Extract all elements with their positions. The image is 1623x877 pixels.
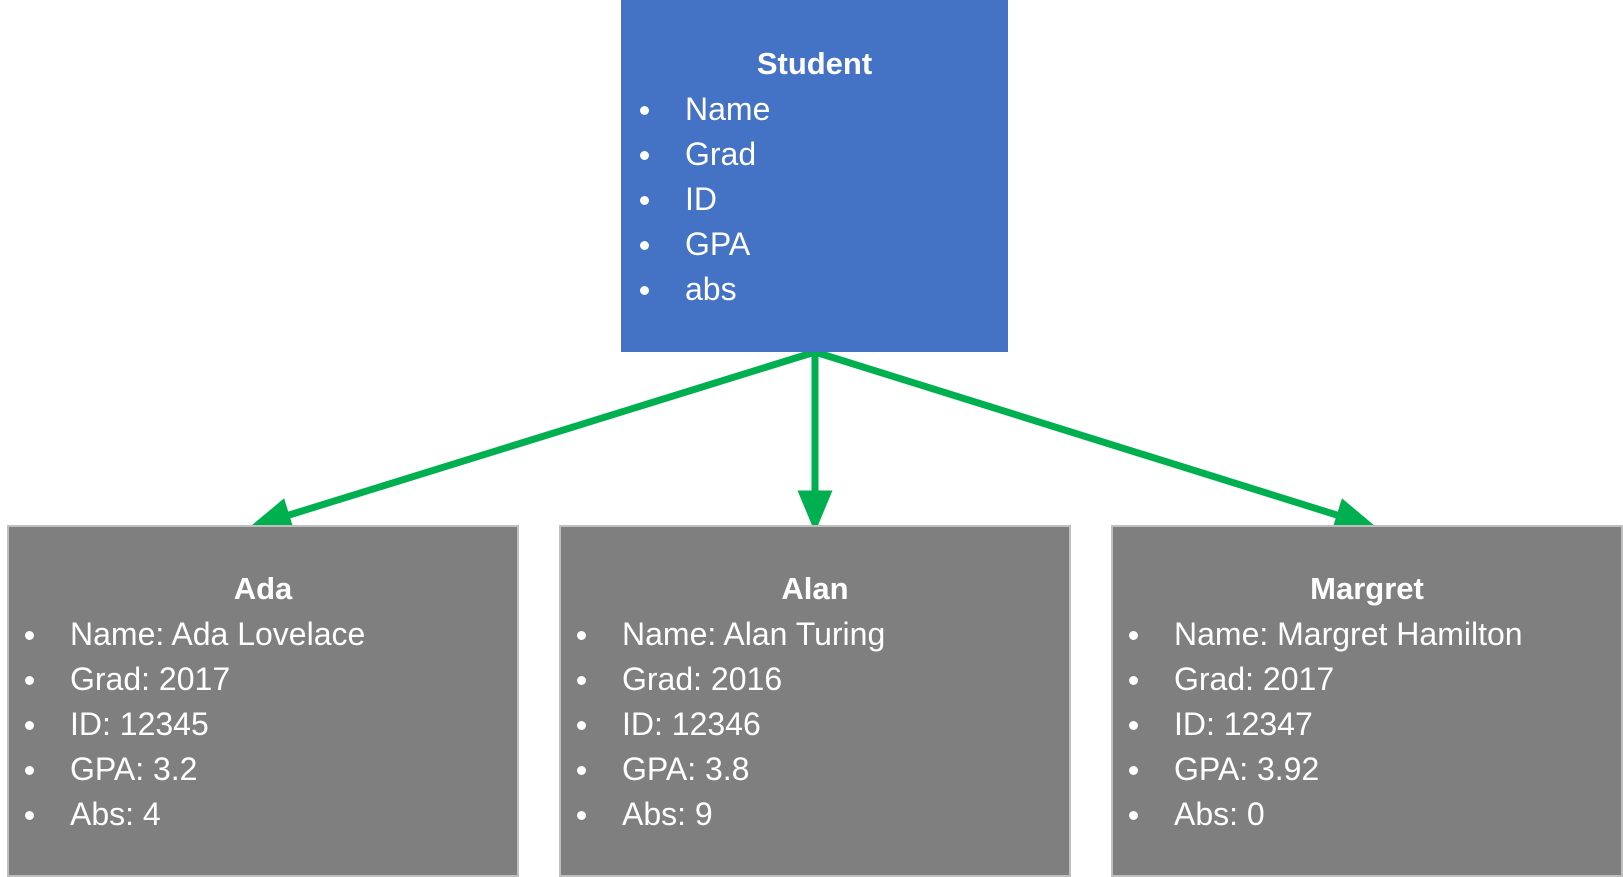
- bullet-icon: [25, 676, 34, 685]
- object-box-ada: Ada Name: Ada Lovelace Grad: 2017 ID: 12…: [7, 525, 519, 877]
- class-box-student: Student Name Grad ID GPA abs: [621, 0, 1008, 352]
- bullet-icon: [25, 766, 34, 775]
- bullet-icon: [640, 241, 649, 250]
- bullet-icon: [577, 631, 586, 640]
- object-title: Alan: [781, 571, 849, 606]
- bullet-icon: [577, 811, 586, 820]
- bullet-icon: [577, 766, 586, 775]
- bullet-icon: [1129, 676, 1138, 685]
- bullet-icon: [640, 196, 649, 205]
- bullet-icon: [25, 631, 34, 640]
- bullet-icon: [1129, 811, 1138, 820]
- arrow-to-ada: [249, 348, 817, 532]
- arrow-to-margret: [813, 348, 1377, 532]
- bullet-icon: [25, 811, 34, 820]
- bullet-icon: [577, 676, 586, 685]
- bullet-icon: [640, 151, 649, 160]
- bullet-icon: [1129, 721, 1138, 730]
- bullet-icon: [25, 721, 34, 730]
- object-box-margret: Margret Name: Margret Hamilton Grad: 201…: [1111, 525, 1623, 877]
- bullet-icon: [1129, 766, 1138, 775]
- object-title: Margret: [1310, 571, 1424, 606]
- object-box-alan: Alan Name: Alan Turing Grad: 2016 ID: 12…: [559, 525, 1071, 877]
- bullet-icon: [1129, 631, 1138, 640]
- bullet-icon: [577, 721, 586, 730]
- bullet-icon: [640, 106, 649, 115]
- bullet-icon: [640, 286, 649, 295]
- class-title: Student: [756, 46, 873, 81]
- object-title: Ada: [233, 571, 293, 606]
